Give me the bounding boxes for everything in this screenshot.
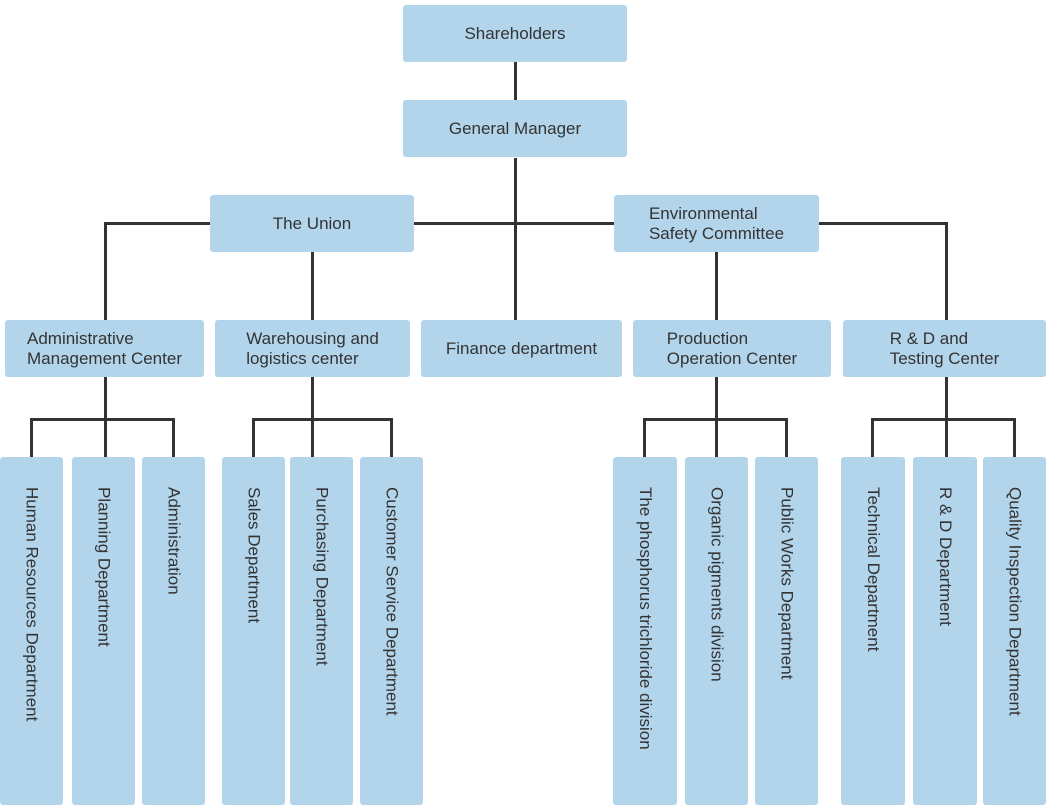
connector-union-warehousing xyxy=(311,252,314,320)
node-the-union: The Union xyxy=(210,195,414,252)
node-label: Production Operation Center xyxy=(666,328,798,368)
node-production-operation-center: Production Operation Center xyxy=(633,320,831,377)
node-label: Administrative Management Center xyxy=(27,328,182,368)
connector-shareholders-gm xyxy=(514,62,517,100)
node-human-resources-department: Human Resources Department xyxy=(0,457,63,805)
connector-g3-left xyxy=(643,418,646,457)
connector-g1-horizontal xyxy=(30,418,175,421)
node-phosphorus-trichloride-division: The phosphorus trichloride division xyxy=(613,457,677,805)
node-label: Finance department xyxy=(445,338,598,358)
node-administration: Administration xyxy=(142,457,205,805)
node-administrative-management-center: Administrative Management Center xyxy=(5,320,204,377)
node-warehousing-logistics-center: Warehousing and logistics center xyxy=(215,320,410,377)
connector-g3-parent xyxy=(715,377,718,457)
node-public-works-department: Public Works Department xyxy=(755,457,818,805)
node-label: Technical Department xyxy=(864,487,883,652)
node-label: Shareholders xyxy=(464,23,566,43)
node-label: Administration xyxy=(164,487,184,595)
connector-g2-right xyxy=(390,418,393,457)
connector-g1-left xyxy=(30,418,33,457)
connector-g1-parent xyxy=(104,377,107,457)
connector-g3-horizontal xyxy=(643,418,788,421)
connector-gm-finance xyxy=(514,158,517,320)
node-label: Public Works Department xyxy=(777,487,797,680)
node-label: Environmental Safety Committee xyxy=(648,203,785,243)
node-label: The phosphorus trichloride division xyxy=(636,487,655,750)
connector-g4-parent xyxy=(945,377,948,457)
connector-g2-horizontal xyxy=(252,418,393,421)
node-label: R & D Department xyxy=(936,487,955,626)
connector-g3-right xyxy=(785,418,788,457)
node-label: Organic pigments division xyxy=(707,487,727,682)
node-label: Planning Department xyxy=(94,487,114,647)
node-label: Purchasing Department xyxy=(312,487,332,666)
connector-env-production xyxy=(715,252,718,320)
node-finance-department: Finance department xyxy=(421,320,622,377)
node-label: Sales Department xyxy=(244,487,264,624)
connector-g4-horizontal xyxy=(871,418,1016,421)
node-rd-department: R & D Department xyxy=(913,457,977,805)
node-environmental-safety-committee: Environmental Safety Committee xyxy=(614,195,819,252)
connector-g4-left xyxy=(871,418,874,457)
connector-g2-left xyxy=(252,418,255,457)
node-label: The Union xyxy=(272,213,352,233)
node-label: General Manager xyxy=(448,118,582,138)
node-quality-inspection-department: Quality Inspection Department xyxy=(983,457,1046,805)
node-organic-pigments-division: Organic pigments division xyxy=(685,457,748,805)
node-label: Quality Inspection Department xyxy=(1005,487,1025,716)
node-planning-department: Planning Department xyxy=(72,457,135,805)
connector-drop-rd-center xyxy=(945,222,948,320)
connector-g2-parent xyxy=(311,377,314,457)
node-rd-testing-center: R & D and Testing Center xyxy=(843,320,1046,377)
node-label: Warehousing and logistics center xyxy=(246,328,379,368)
connector-g4-right xyxy=(1013,418,1016,457)
node-customer-service-department: Customer Service Department xyxy=(360,457,423,805)
node-general-manager: General Manager xyxy=(403,100,627,157)
node-shareholders: Shareholders xyxy=(403,5,627,62)
node-label: Customer Service Department xyxy=(382,487,402,716)
node-sales-department: Sales Department xyxy=(222,457,285,805)
connector-g1-right xyxy=(172,418,175,457)
node-label: R & D and Testing Center xyxy=(889,328,1000,368)
node-label: Human Resources Department xyxy=(22,487,42,722)
connector-drop-admin-center xyxy=(104,222,107,320)
node-purchasing-department: Purchasing Department xyxy=(290,457,353,805)
connector-level2-horizontal xyxy=(104,222,948,225)
node-technical-department: Technical Department xyxy=(841,457,905,805)
